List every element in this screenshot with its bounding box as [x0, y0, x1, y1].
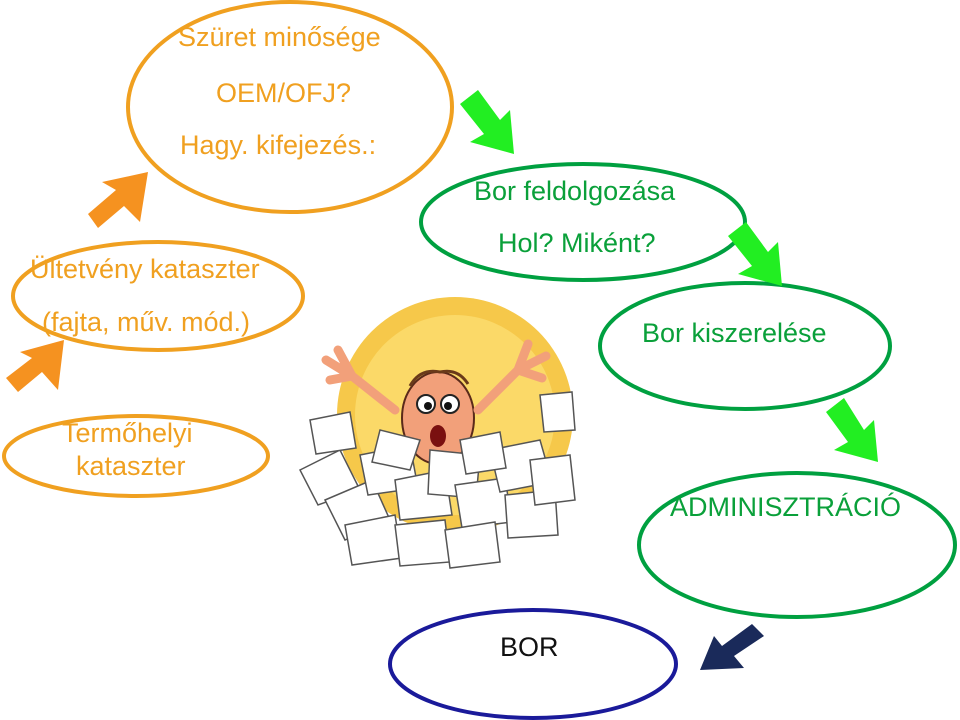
- arrow-kiszereles-to-adminisztracio: [826, 398, 878, 462]
- arrow-termohelyi-to-ultetveny: [6, 340, 64, 392]
- arrow-feldolgozas-to-kiszereles: [728, 222, 782, 286]
- ultetveny-line2: (fajta, műv. mód.): [42, 307, 251, 337]
- person-buried-in-paperwork-icon: [298, 297, 576, 569]
- szuret-ellipse: [126, 0, 454, 214]
- feldolgozas-line2: Hol? Miként?: [498, 228, 656, 258]
- ultetveny-line1: Ültetvény kataszter: [30, 254, 260, 284]
- adminisztracio-line1: ADMINISZTRÁCIÓ: [670, 492, 902, 522]
- kiszereles-line1: Bor kiszerelése: [642, 318, 827, 348]
- adminisztracio-ellipse: [637, 471, 957, 619]
- ultetveny-ellipse: [11, 240, 305, 352]
- termohelyi-line2: kataszter: [76, 451, 186, 481]
- arrow-szuret-to-feldolgozas: [460, 90, 514, 154]
- bor-ellipse: [388, 608, 678, 720]
- kiszereles-ellipse: [598, 281, 892, 411]
- termohelyi-ellipse: [2, 414, 270, 498]
- termohelyi-line1: Termőhelyi: [62, 418, 193, 448]
- szuret-line3: Hagy. kifejezés.:: [180, 130, 377, 160]
- szuret-line1: Szüret minősége: [178, 22, 381, 52]
- bor-line1: BOR: [500, 632, 559, 662]
- szuret-line2: OEM/OFJ?: [216, 78, 352, 108]
- arrow-ultetveny-to-szuret: [88, 172, 148, 228]
- feldolgozas-ellipse: [419, 162, 747, 282]
- arrow-adminisztracio-to-bor: [700, 624, 764, 670]
- feldolgozas-line1: Bor feldolgozása: [474, 176, 676, 206]
